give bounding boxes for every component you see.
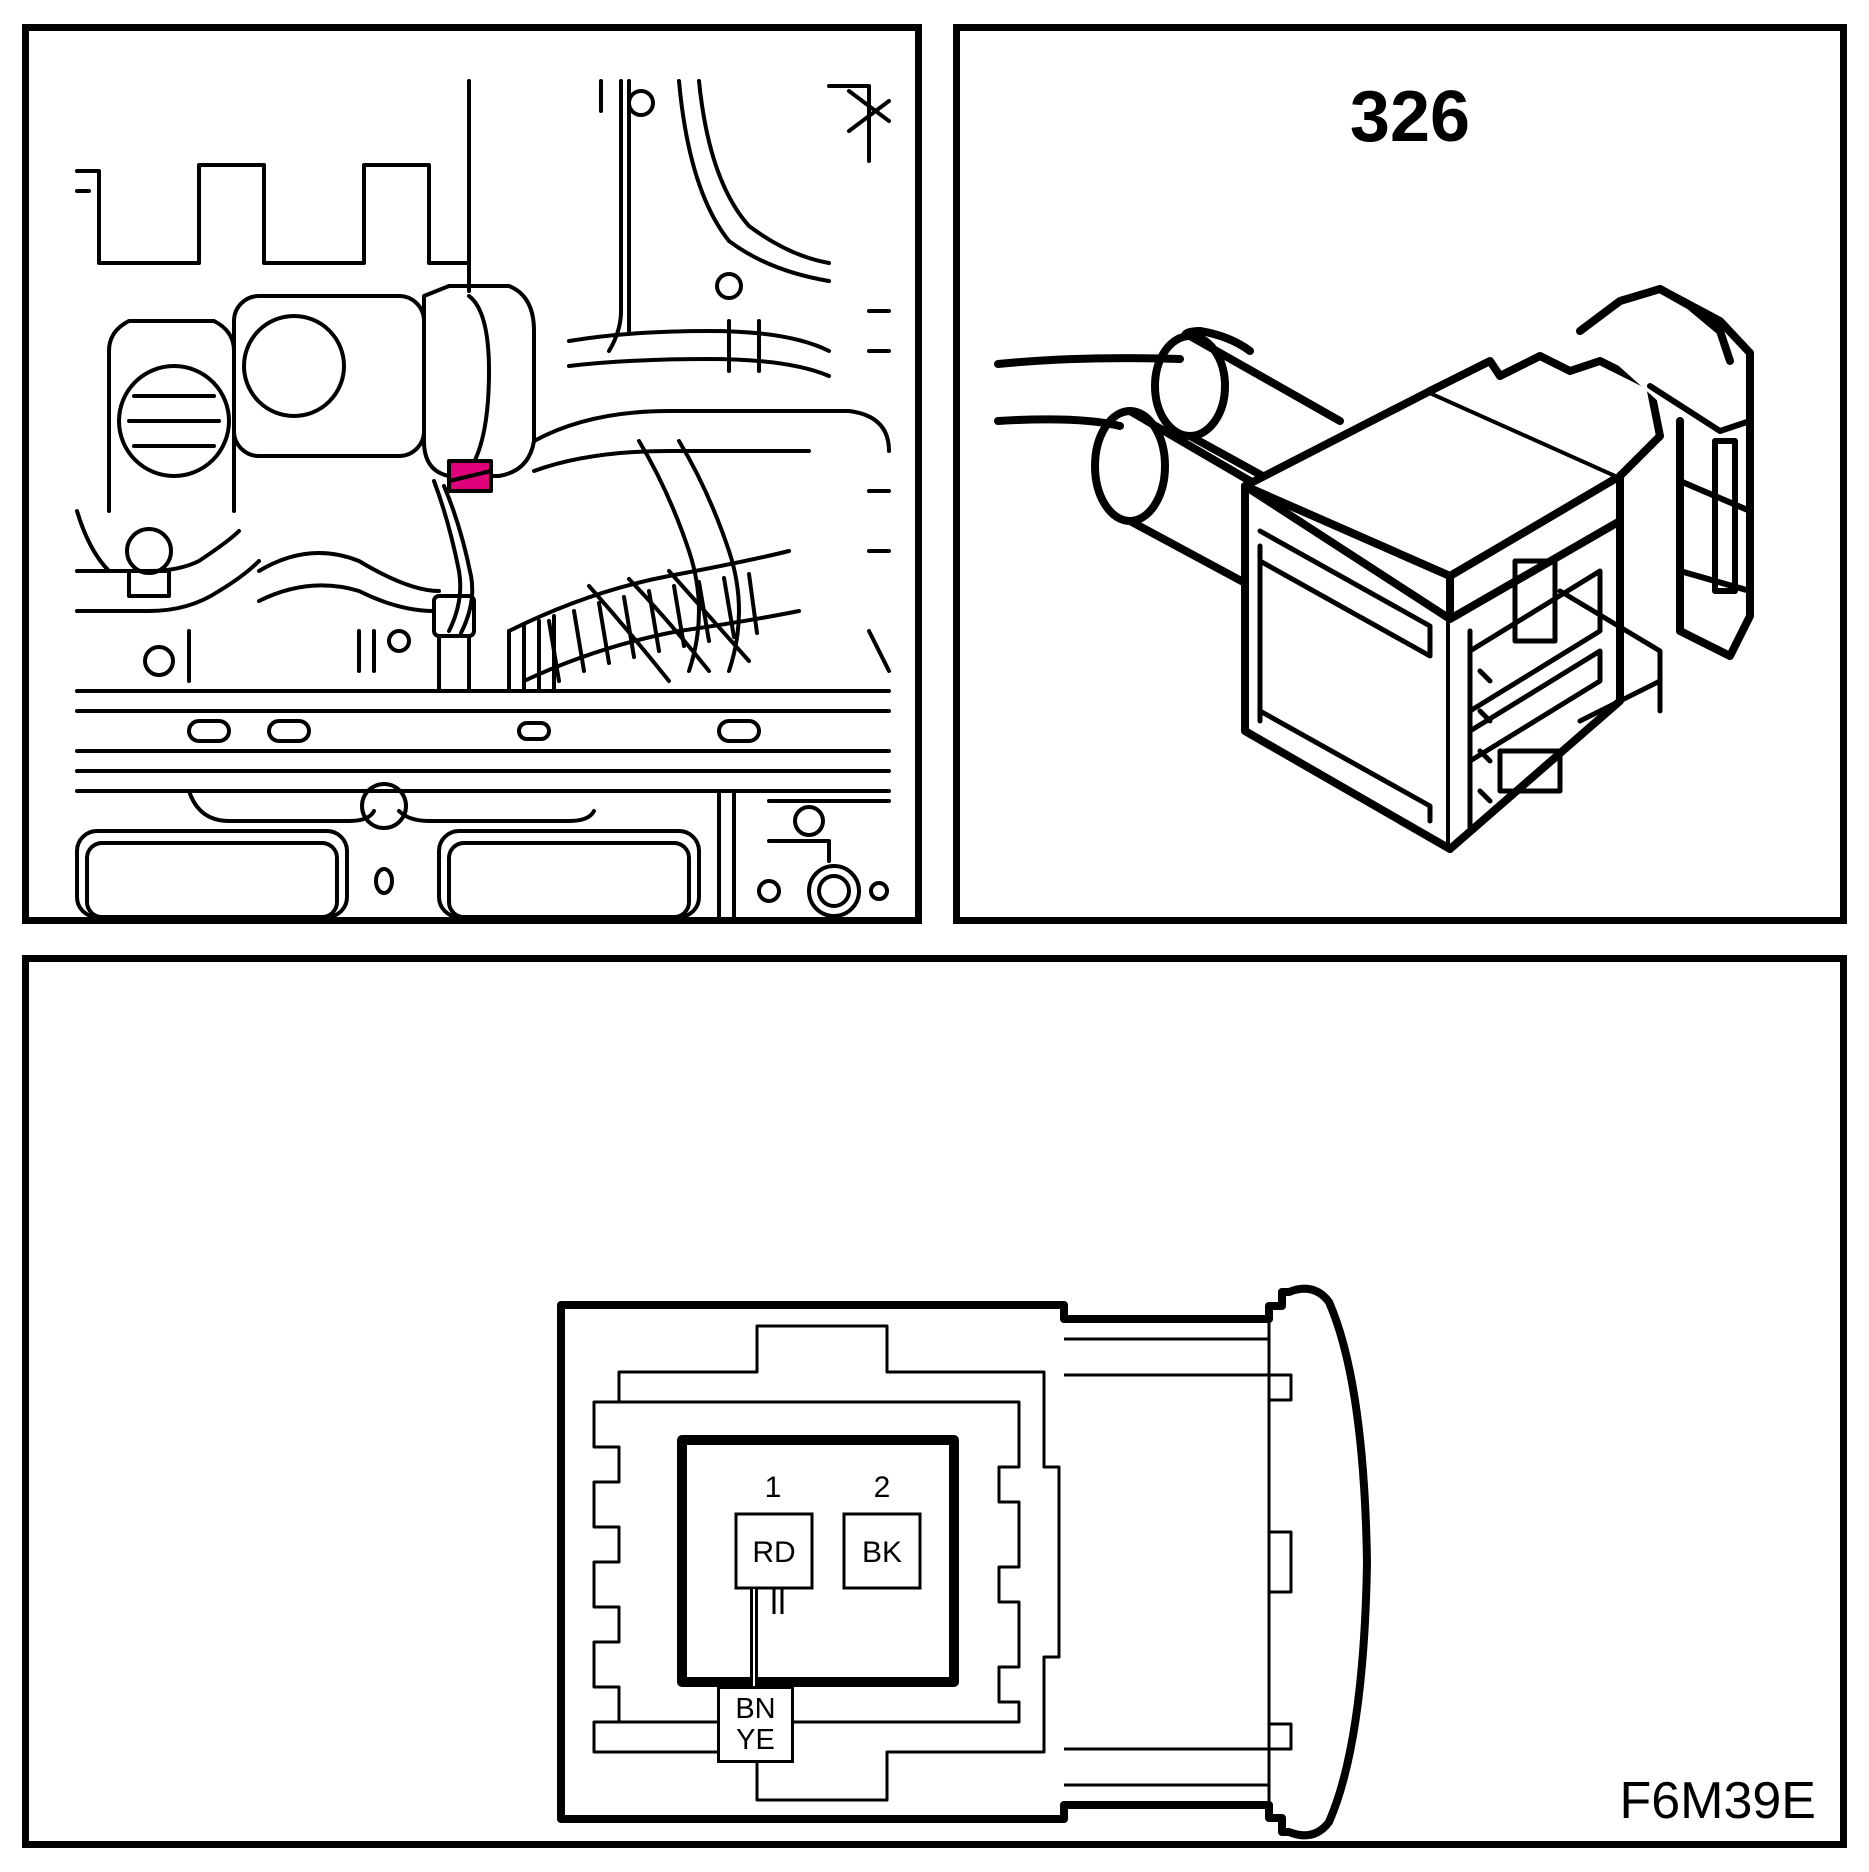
engine-bay-illustration bbox=[75, 79, 891, 917]
pin-1-wire bbox=[772, 1588, 784, 1614]
connector-3d-illustration: 326 bbox=[994, 77, 1754, 853]
pin-1-wire-lead bbox=[750, 1589, 758, 1686]
pin-1: 1 RD bbox=[734, 1471, 814, 1590]
pin-2-number: 2 bbox=[874, 1471, 891, 1504]
wire-color-line-2: YE bbox=[736, 1723, 775, 1756]
figure-code: F6M39E bbox=[1619, 1772, 1816, 1830]
pin-2: 2 BK bbox=[842, 1471, 922, 1590]
pin-2-color: BK bbox=[862, 1536, 902, 1569]
pin-1-color: RD bbox=[752, 1536, 795, 1569]
connector-number: 326 bbox=[1350, 77, 1470, 157]
engine-location-panel bbox=[22, 24, 922, 924]
wire-color-line-1: BN bbox=[735, 1692, 776, 1725]
pinout-diagram: 1 RD 2 BK bbox=[557, 1284, 1371, 1840]
connector-view-panel: 326 bbox=[953, 24, 1847, 924]
wire-color-tag: BN YE bbox=[717, 1686, 794, 1763]
pin-1-number: 1 bbox=[765, 1471, 782, 1504]
terminal-cavity bbox=[677, 1435, 959, 1687]
pinout-panel: 1 RD 2 BK BN YE F6M39E bbox=[22, 955, 1847, 1848]
